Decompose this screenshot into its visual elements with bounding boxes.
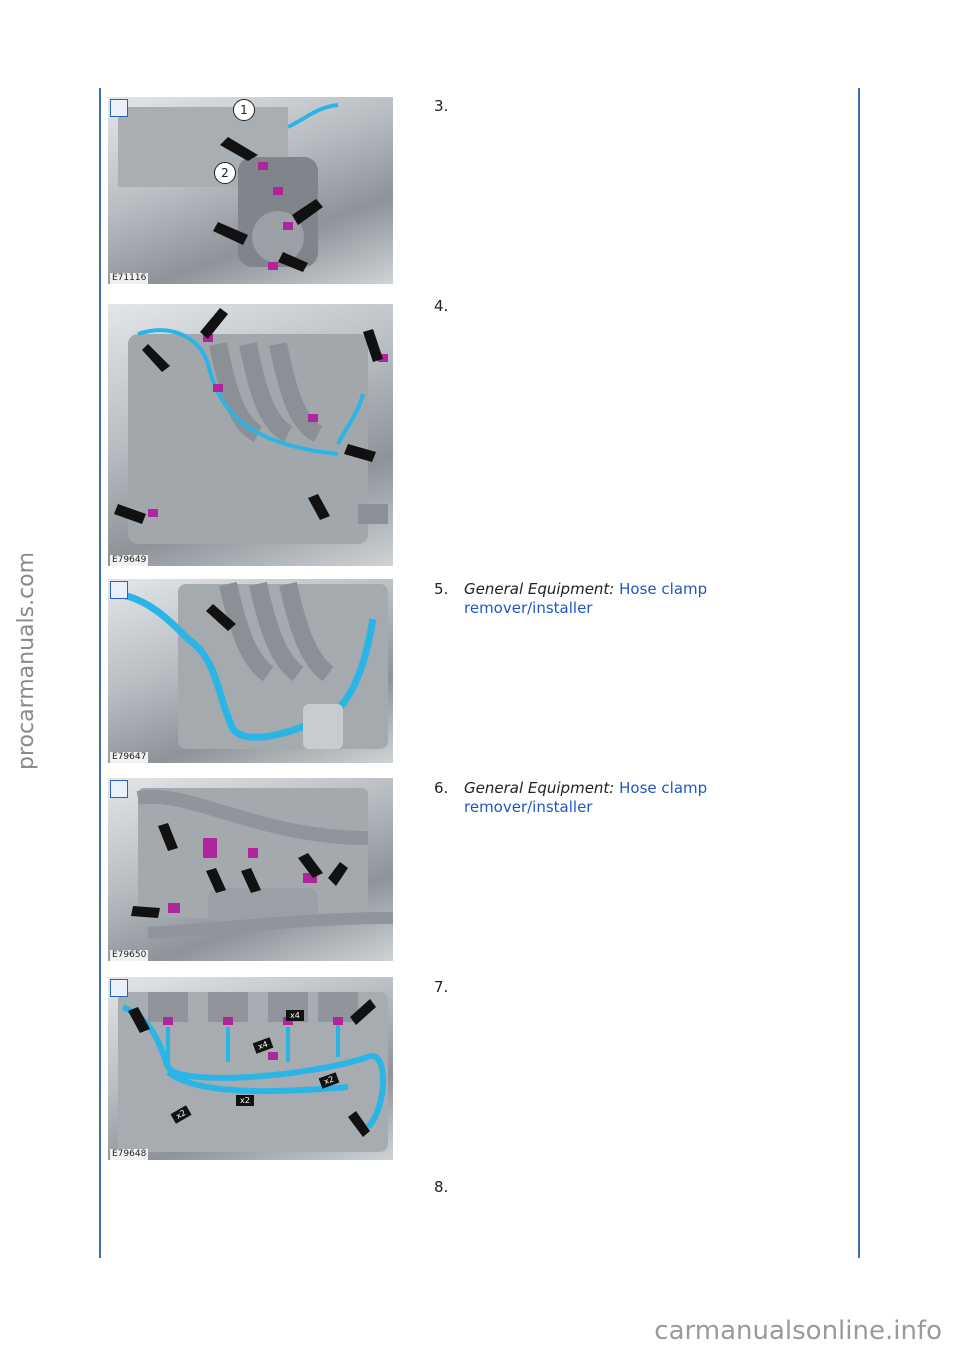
equipment-label: General Equipment: [464,580,615,598]
figure-e79650: E79650 [108,778,393,961]
figure-id: E71116 [110,273,149,284]
step-number: 4. [434,297,449,315]
hose-clamp-tool-link[interactable]: Hose clamp remover/installer [464,779,708,816]
step-number: 7. [434,978,449,996]
figure-id: E79647 [110,752,149,763]
equipment-label: General Equipment: [464,779,615,797]
step-number: 6. [434,779,449,797]
side-watermark: procarmanuals.com [14,551,39,770]
zoom-icon[interactable] [110,979,128,997]
left-margin-rule [99,88,101,1258]
figure-e71116: 1 2 E71116 [108,97,393,284]
bottom-watermark: carmanualsonline.info [654,1316,942,1346]
step-number: 3. [434,97,449,115]
callout-1: 1 [233,99,255,121]
step-body: General Equipment: Hose clamp remover/in… [464,580,754,618]
callout-x4: x4 [286,1010,304,1021]
step-number: 5. [434,580,449,598]
figure-id: E79649 [110,555,149,566]
step-number: 8. [434,1178,449,1196]
figure-id: E79650 [110,950,149,961]
callout-2: 2 [214,162,236,184]
hose-clamp-tool-link[interactable]: Hose clamp remover/installer [464,580,708,617]
zoom-icon[interactable] [110,99,128,117]
figure-e79647: E79647 [108,579,393,763]
figure-e79649: E79649 [108,304,393,566]
callout-x2: x2 [236,1095,254,1106]
engine-illustration [117,582,388,749]
right-margin-rule [858,88,860,1258]
engine-illustration [118,992,388,1152]
engine-illustration [114,308,388,544]
zoom-icon[interactable] [110,581,128,599]
figure-e79648: x4 x4 x2 x2 x2 E79648 [108,977,393,1160]
step-body: General Equipment: Hose clamp remover/in… [464,779,754,817]
engine-illustration [118,103,339,272]
figure-id: E79648 [110,1149,149,1160]
engine-illustration [131,788,393,939]
zoom-icon[interactable] [110,780,128,798]
